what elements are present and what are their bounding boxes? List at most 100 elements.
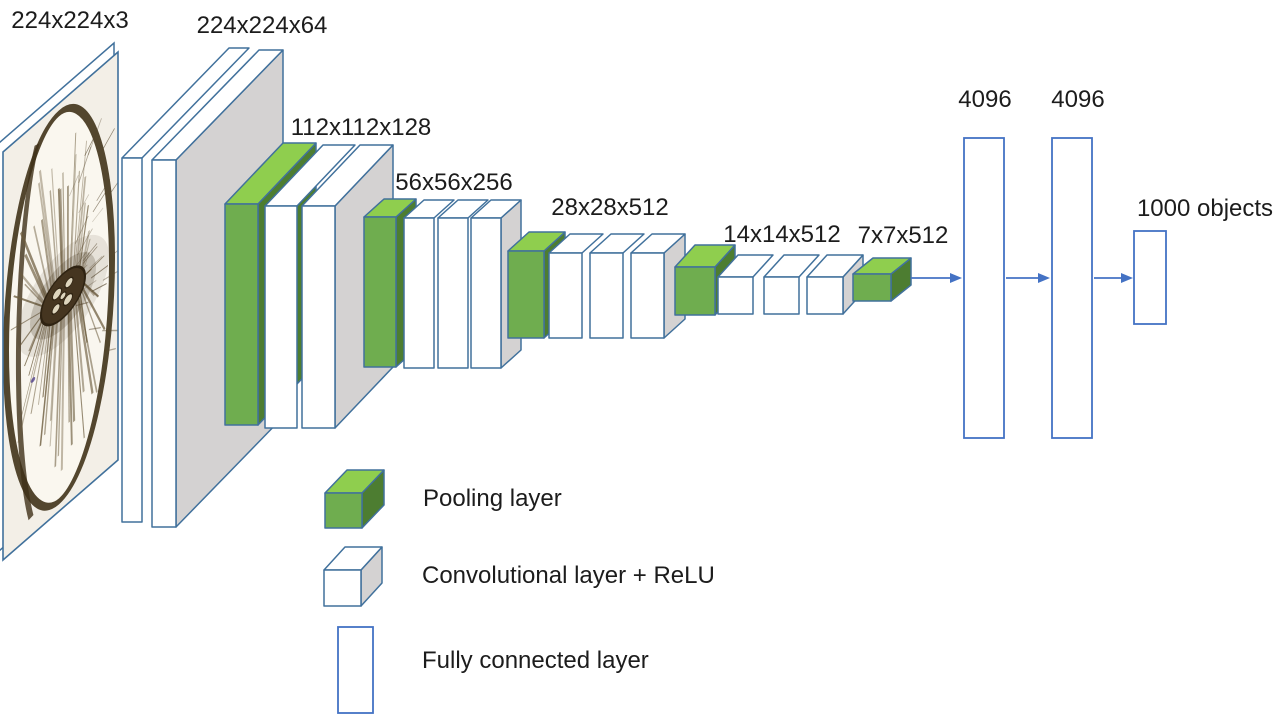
- fc-layer-1: [963, 137, 1005, 439]
- fiber-line: [49, 320, 59, 447]
- arrow-head-icon: [1038, 273, 1050, 283]
- fiber-texture-line: [75, 301, 89, 307]
- flow-arrow: [911, 273, 962, 283]
- fiber-texture-line: [89, 255, 103, 269]
- fiber-line: [39, 322, 54, 447]
- fiber-line: [19, 313, 44, 347]
- fiber-line: [69, 132, 77, 271]
- fiber-line: [24, 253, 47, 301]
- fiber-texture-line: [74, 215, 89, 244]
- fiber-texture-line: [78, 146, 92, 184]
- pool-7x7: [852, 257, 912, 302]
- conv-front-face: [264, 205, 298, 429]
- fiber-line: [59, 188, 64, 276]
- fiber-line: [62, 172, 66, 275]
- fiber-texture-line: [108, 174, 118, 196]
- input-image: [0, 41, 119, 562]
- fiber-line: [78, 204, 89, 271]
- fiber-line: [80, 288, 101, 344]
- fiber-line: [69, 307, 76, 423]
- label-fc2-size: 4096: [1051, 86, 1104, 113]
- pool-front-face: [674, 266, 716, 316]
- block-5: [674, 244, 864, 316]
- hub-lumen: [63, 292, 73, 307]
- fiber-line: [24, 283, 45, 306]
- conv-front-face: [121, 157, 143, 523]
- hub-lumen: [64, 276, 74, 289]
- block-4: [507, 231, 686, 339]
- flow-arrows: [911, 273, 1133, 283]
- fiber-line: [77, 202, 86, 270]
- fiber-line: [81, 285, 106, 331]
- fiber-texture-line: [78, 194, 90, 213]
- fiber-line: [37, 322, 50, 406]
- fiber-texture-line: [102, 128, 115, 150]
- fiber-line: [13, 295, 45, 308]
- legend-pooling-label: Pooling layer: [423, 485, 562, 512]
- fully-connected-section: [911, 137, 1167, 439]
- label-block2-dims: 112x112x128: [291, 114, 432, 141]
- block-3: [363, 198, 522, 369]
- fiber-line: [82, 281, 100, 298]
- fiber-texture-line: [74, 251, 87, 269]
- pool-front-face: [324, 492, 363, 529]
- label-block3-dims: 56x56x256: [395, 169, 512, 196]
- conv-front-face: [763, 276, 800, 315]
- pool-front-face: [507, 250, 545, 339]
- conv-front-face: [403, 217, 435, 369]
- fc-layer-2: [1051, 137, 1093, 439]
- convEnd-front-face: [470, 217, 502, 369]
- fiber-line: [80, 230, 91, 273]
- conv-front-face: [548, 252, 583, 339]
- flow-arrow: [1006, 273, 1050, 283]
- fiber-texture-line: [87, 118, 102, 156]
- legend: Pooling layer Convolutional layer + ReLU…: [323, 469, 715, 714]
- fiber-line: [42, 322, 51, 398]
- legend-conv-label: Convolutional layer + ReLU: [422, 562, 715, 589]
- conv-pool-blocks: [121, 47, 912, 528]
- fiber-line: [33, 225, 50, 294]
- fiber-texture-line: [91, 264, 109, 279]
- legend-fc-label: Fully connected layer: [422, 647, 649, 674]
- fiber-line: [10, 310, 44, 331]
- fiber-line: [77, 294, 98, 394]
- output-layer: [1133, 230, 1167, 325]
- hub-lumen: [59, 291, 67, 301]
- conv-front-face: [437, 217, 469, 369]
- fiber-line: [57, 187, 63, 277]
- fiber-texture-line: [92, 207, 104, 223]
- convEnd-front-face: [323, 569, 362, 607]
- pool-front-face: [363, 216, 397, 368]
- fiber-texture-line: [101, 329, 118, 332]
- fiber-line: [38, 182, 55, 287]
- fiber-line: [73, 170, 81, 270]
- fiber-line: [18, 271, 46, 305]
- fiber-texture-line: [91, 282, 107, 293]
- label-block5-dims: 14x14x512: [723, 221, 840, 248]
- label-pool7-dims: 7x7x512: [858, 222, 949, 249]
- fiber-line: [76, 296, 94, 395]
- fiber-line: [21, 320, 46, 417]
- fiber-texture-line: [92, 192, 106, 213]
- arrow-head-icon: [950, 273, 962, 283]
- fiber-texture-line: [104, 347, 117, 353]
- fiber-line: [74, 140, 88, 269]
- fiber-line: [57, 316, 63, 457]
- fiber-line: [28, 319, 45, 376]
- fiber-line: [38, 169, 56, 286]
- fiber-line: [43, 321, 55, 436]
- legend-fc-symbol: [337, 626, 374, 714]
- label-block4-dims: 28x28x512: [551, 194, 668, 221]
- fiber-line: [73, 304, 85, 439]
- fiber-line: [40, 218, 53, 290]
- fiber-texture-line: [84, 136, 96, 156]
- fiber-line: [19, 231, 48, 299]
- fiber-texture-line: [84, 279, 97, 290]
- conv-front-face: [589, 252, 624, 339]
- fiber-line: [54, 317, 62, 468]
- fiber-texture-line: [88, 326, 102, 331]
- input-image-border: [2, 50, 119, 562]
- fiber-line: [82, 255, 105, 278]
